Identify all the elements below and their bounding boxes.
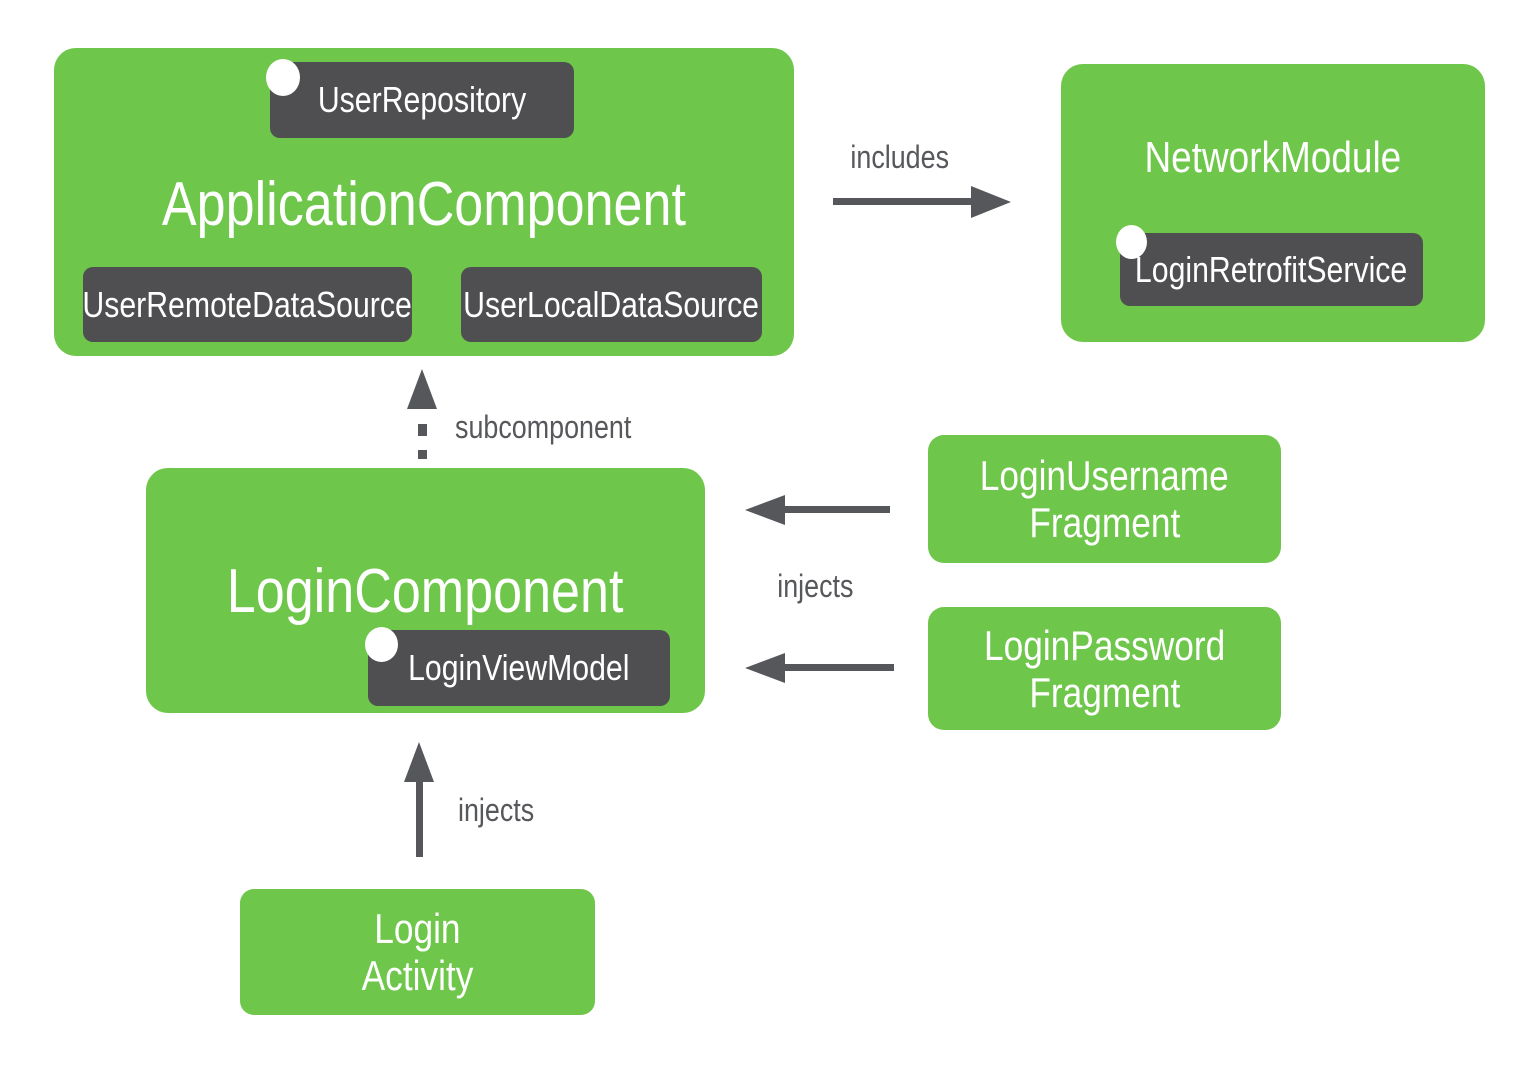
login-retrofit-service-badge: LoginRetrofitService — [1120, 233, 1423, 306]
network-module-title-wrap: NetworkModule — [1061, 134, 1485, 182]
login-activity-line1: Login — [374, 905, 461, 952]
subcomponent-arrow-head-icon — [407, 369, 437, 409]
login-activity-line2: Activity — [361, 952, 474, 999]
includes-edge-label: includes — [850, 139, 950, 175]
injects-password-arrow-shaft — [783, 664, 894, 671]
injects-password-arrow-head-icon — [745, 653, 785, 683]
user-repository-badge: UserRepository — [270, 62, 574, 138]
login-retrofit-service-label: LoginRetrofitService — [1135, 248, 1408, 290]
login-component-node: LoginComponent LoginViewModel — [146, 468, 705, 713]
injects-username-arrow-head-icon — [745, 495, 785, 525]
injects-activity-edge-label: injects — [458, 792, 535, 828]
subcomponent-arrow-dash — [418, 424, 427, 436]
application-component-title-wrap: ApplicationComponent — [54, 173, 794, 237]
login-password-fragment-line1: LoginPassword — [983, 621, 1226, 669]
user-remote-data-source-label: UserRemoteDataSource — [82, 283, 413, 325]
login-view-model-provision-dot-icon — [365, 627, 398, 662]
subcomponent-arrow-dash — [418, 450, 427, 459]
application-component-node: UserRepository ApplicationComponent User… — [54, 48, 794, 356]
user-remote-data-source-badge: UserRemoteDataSource — [83, 267, 412, 342]
login-password-fragment-node: LoginPassword Fragment — [928, 607, 1281, 730]
user-local-data-source-label: UserLocalDataSource — [463, 283, 760, 325]
user-repository-label: UserRepository — [317, 79, 527, 120]
subcomponent-edge-label: subcomponent — [455, 409, 632, 445]
login-username-fragment-line2: Fragment — [1029, 499, 1180, 546]
network-module-title: NetworkModule — [1144, 133, 1402, 182]
application-component-title: ApplicationComponent — [161, 170, 687, 239]
includes-arrow-shaft — [833, 198, 973, 205]
injects-activity-arrow-head-icon — [404, 742, 434, 782]
login-view-model-label: LoginViewModel — [408, 647, 630, 688]
user-repository-provision-dot-icon — [266, 59, 300, 96]
injects-fragments-edge-label: injects — [776, 568, 854, 604]
login-password-fragment-line2: Fragment — [1029, 668, 1180, 716]
login-component-title: LoginComponent — [227, 557, 624, 626]
injects-username-arrow-shaft — [783, 506, 890, 513]
login-view-model-badge: LoginViewModel — [368, 630, 670, 706]
login-username-fragment-line1: LoginUsername — [979, 452, 1230, 499]
includes-arrow-head-icon — [971, 186, 1011, 218]
login-retrofit-service-provision-dot-icon — [1116, 225, 1147, 259]
login-component-title-wrap: LoginComponent — [146, 560, 705, 624]
login-username-fragment-node: LoginUsername Fragment — [928, 435, 1281, 563]
network-module-node: NetworkModule LoginRetrofitService — [1061, 64, 1485, 342]
user-local-data-source-badge: UserLocalDataSource — [461, 267, 762, 342]
injects-activity-arrow-shaft — [416, 780, 423, 857]
login-activity-node: Login Activity — [240, 889, 595, 1015]
